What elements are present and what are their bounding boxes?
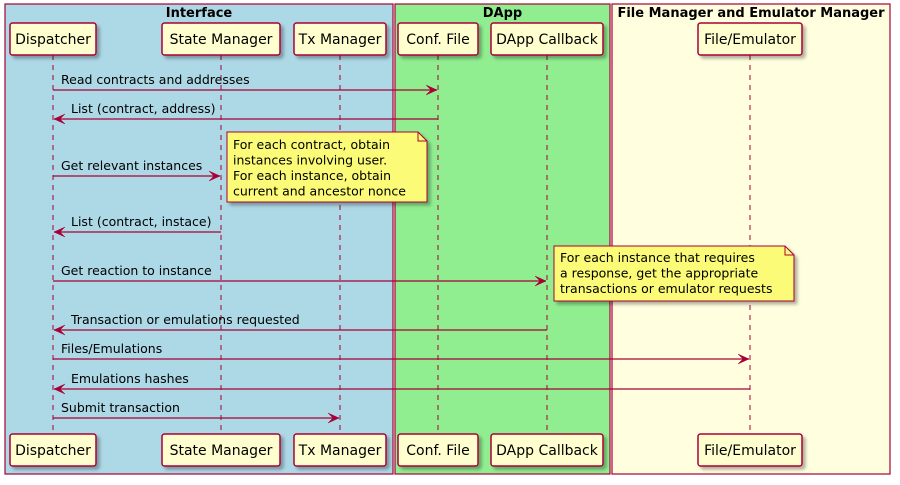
message-label: Submit transaction — [61, 400, 180, 415]
message-arrow-head — [53, 324, 66, 336]
message-label: List (contract, instace) — [71, 214, 211, 229]
note-body — [226, 131, 428, 203]
participant-conf-bottom: Conf. File — [397, 433, 479, 467]
participant-box — [397, 433, 479, 467]
box-dapp: DApp — [394, 3, 611, 475]
message-label: Files/Emulations — [61, 341, 162, 356]
participant-label: DApp Callback — [496, 443, 599, 459]
participant-label: State Manager — [170, 32, 273, 48]
message-5: Get reaction to instance — [53, 263, 547, 287]
participant-callback-bottom: DApp Callback — [490, 433, 604, 467]
participant-tx-bottom: Tx Manager — [293, 433, 387, 467]
note-line: current and ancestor nonce — [233, 184, 406, 199]
participant-label: Conf. File — [406, 443, 469, 459]
participant-label: Tx Manager — [298, 443, 382, 459]
message-8: Emulations hashes — [53, 371, 750, 395]
participant-box — [9, 22, 97, 56]
participant-label: State Manager — [170, 443, 273, 459]
participant-box — [9, 433, 97, 467]
message-7: Files/Emulations — [53, 341, 750, 365]
participant-box — [397, 22, 479, 56]
box-dapp-frame — [394, 3, 611, 475]
message-label: List (contract, address) — [71, 101, 216, 116]
participant-label: Dispatcher — [15, 443, 91, 459]
note-line: For each instance that requires — [560, 250, 755, 265]
participant-label: Tx Manager — [298, 32, 382, 48]
message-label: Read contracts and addresses — [61, 72, 250, 87]
participant-file-bottom: File/Emulator — [697, 433, 803, 467]
participant-box — [161, 433, 281, 467]
message-1: Read contracts and addresses — [53, 72, 438, 96]
participant-dispatcher-top: Dispatcher — [9, 22, 97, 56]
box-interface: Interface — [4, 3, 394, 475]
message-9: Submit transaction — [53, 400, 340, 424]
box-dapp-title: DApp — [483, 6, 522, 21]
message-arrow-head — [53, 226, 66, 238]
message-arrow-head — [327, 412, 340, 424]
participant-box — [697, 22, 803, 56]
participant-file-top: File/Emulator — [697, 22, 803, 56]
message-arrow-head — [534, 275, 547, 287]
message-arrow-head — [425, 84, 438, 96]
participant-label: File/Emulator — [704, 32, 796, 48]
participant-label: File/Emulator — [704, 443, 796, 459]
message-arrow-head — [208, 170, 221, 182]
note-fold — [417, 132, 427, 142]
participant-callback-top: DApp Callback — [490, 22, 604, 56]
participant-state-top: State Manager — [161, 22, 281, 56]
box-manager-title: File Manager and Emulator Manager — [617, 6, 885, 21]
participant-label: Dispatcher — [15, 32, 91, 48]
box-manager-frame — [611, 3, 891, 475]
note-line: For each instance, obtain — [233, 168, 391, 183]
message-arrow-head — [53, 383, 66, 395]
participant-dispatcher-bottom: Dispatcher — [9, 433, 97, 467]
participant-tx-top: Tx Manager — [293, 22, 387, 56]
participant-box — [161, 22, 281, 56]
note-fold — [784, 246, 794, 256]
message-3: Get relevant instances — [53, 158, 221, 182]
participant-label: DApp Callback — [496, 32, 599, 48]
box-manager: File Manager and Emulator Manager — [611, 3, 891, 475]
participant-box — [697, 433, 803, 467]
participant-conf-top: Conf. File — [397, 22, 479, 56]
participant-label: Conf. File — [406, 32, 469, 48]
participant-box — [490, 433, 604, 467]
note-body — [553, 245, 795, 302]
message-label: Get relevant instances — [61, 158, 202, 173]
note-line: For each contract, obtain — [233, 137, 390, 152]
participant-box — [293, 22, 387, 56]
note-line: a response, get the appropriate — [560, 266, 758, 281]
box-interface-frame — [4, 3, 394, 475]
box-interface-title: Interface — [166, 6, 233, 21]
message-arrow-head — [737, 353, 750, 365]
message-label: Get reaction to instance — [61, 263, 212, 278]
participant-box — [293, 433, 387, 467]
message-4: List (contract, instace) — [53, 214, 221, 238]
message-arrow-head — [53, 113, 66, 125]
note-line: transactions or emulator requests — [560, 281, 772, 296]
message-label: Emulations hashes — [71, 371, 189, 386]
participant-box — [490, 22, 604, 56]
message-2: List (contract, address) — [53, 101, 438, 125]
message-label: Transaction or emulations requested — [70, 312, 300, 327]
message-6: Transaction or emulations requested — [53, 312, 547, 336]
note-line: instances involving user. — [233, 153, 387, 168]
participant-state-bottom: State Manager — [161, 433, 281, 467]
